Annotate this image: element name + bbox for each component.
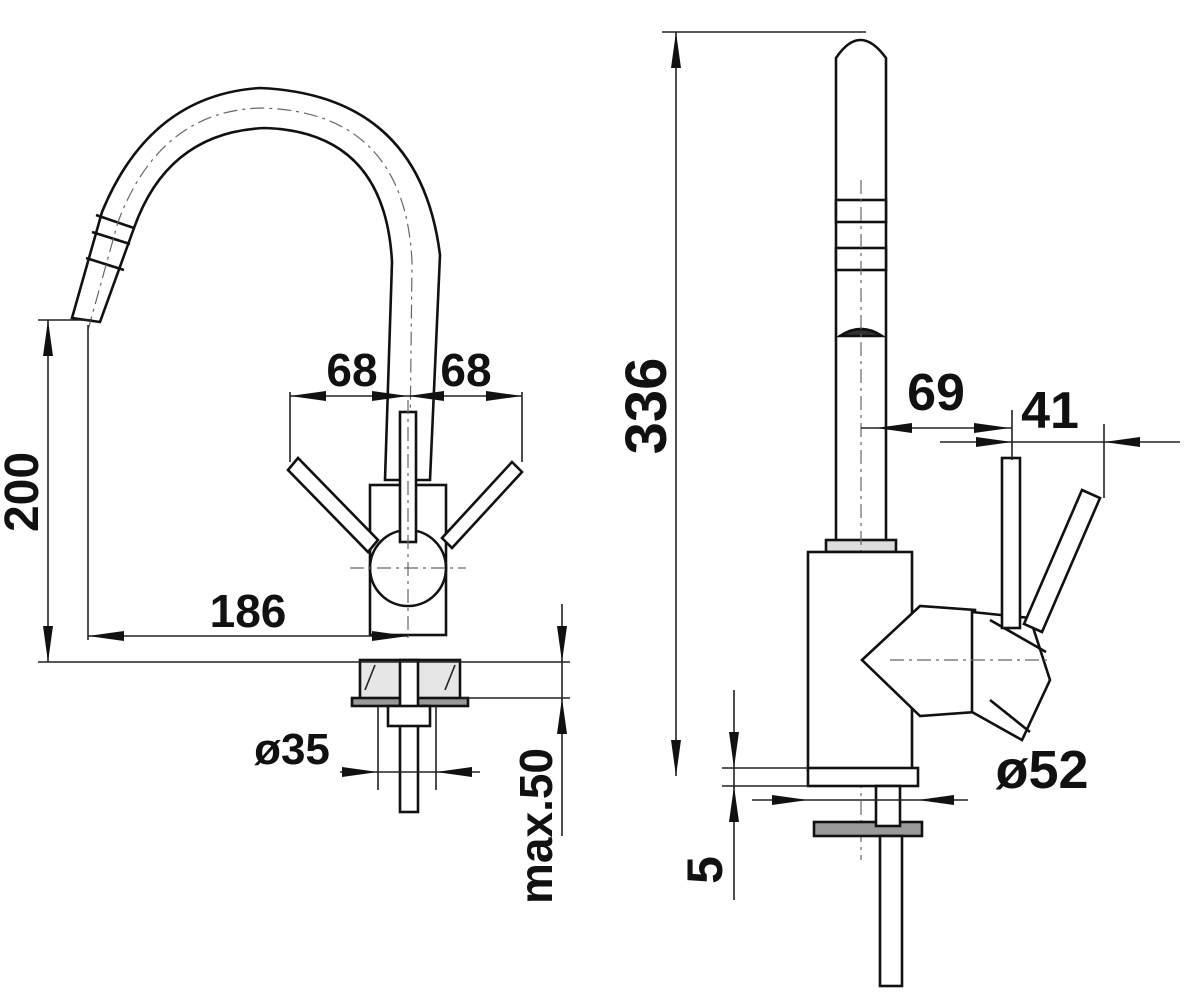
dim-max50-label: max.50	[510, 748, 562, 904]
dim-35: ø35	[254, 706, 480, 790]
dim-200: 200	[0, 319, 92, 662]
dim-5-label: 5	[677, 856, 733, 884]
mounting-hardware	[350, 658, 470, 814]
dim-52-label: ø52	[995, 740, 1088, 800]
side-mounting	[806, 766, 924, 988]
dim-52: ø52	[752, 740, 1089, 805]
dim-200-label: 200	[0, 452, 49, 532]
dim-68-left-label: 68	[326, 344, 377, 396]
side-body	[806, 456, 1102, 772]
front-view: 200 186 68 68	[0, 86, 570, 904]
dim-69-label: 69	[907, 364, 965, 422]
dim-68-right-label: 68	[440, 344, 491, 396]
dim-5: 5	[677, 690, 808, 900]
dim-186-label: 186	[210, 585, 287, 637]
dim-186: 186	[87, 325, 408, 641]
dim-336-label: 336	[614, 358, 679, 455]
dim-max50: max.50	[510, 604, 567, 904]
spout-column	[824, 38, 898, 860]
faucet-body	[286, 400, 524, 640]
side-view: 336 69 41 ø52 5	[614, 31, 1180, 988]
dim-69-41: 69 41	[861, 364, 1180, 498]
dim-41-label: 41	[1021, 382, 1079, 440]
dim-336: 336	[614, 31, 866, 776]
dim-35-label: ø35	[254, 725, 330, 774]
dim-68-68: 68 68	[289, 344, 523, 462]
